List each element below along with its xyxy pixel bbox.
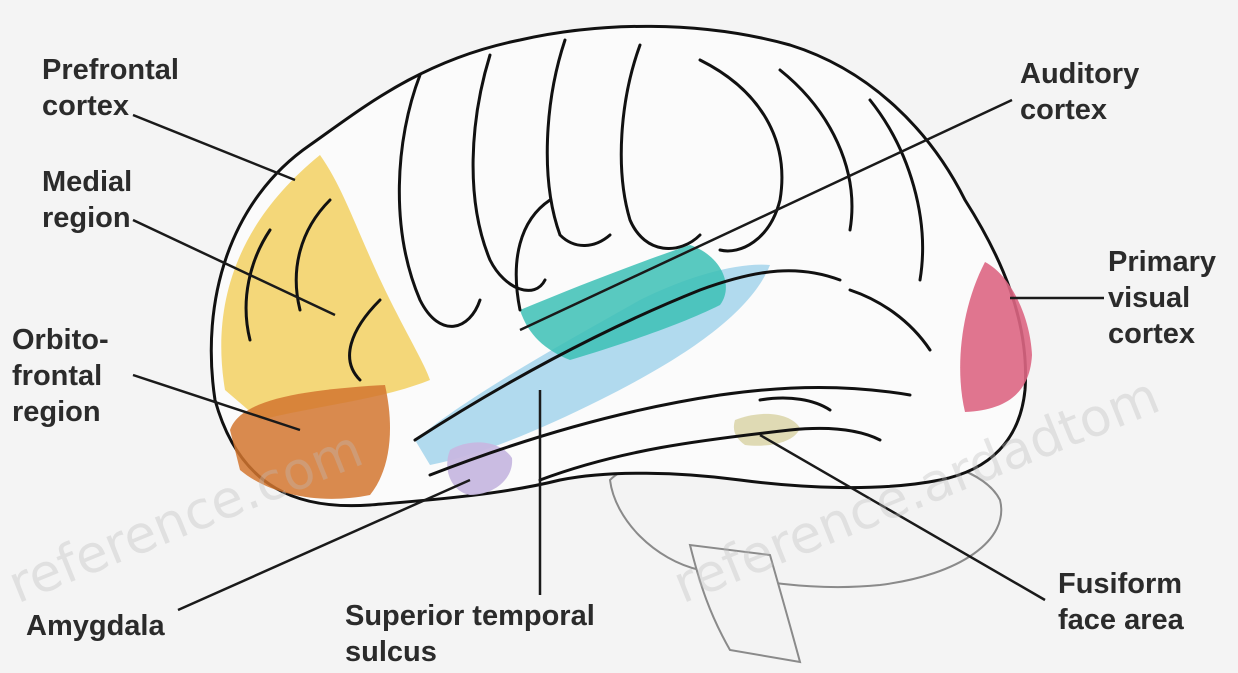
label-fusiform-face-area: Fusiform face area	[1058, 566, 1184, 638]
leader-prefrontal	[133, 115, 295, 180]
label-primary-visual-cortex: Primary visual cortex	[1108, 244, 1216, 352]
label-medial-region: Medial region	[42, 164, 132, 236]
label-orbitofrontal-region: Orbito- frontal region	[12, 322, 109, 430]
label-superior-temporal-sulcus: Superior temporal sulcus	[345, 598, 595, 670]
label-prefrontal-cortex: Prefrontal cortex	[42, 52, 179, 124]
label-auditory-cortex: Auditory cortex	[1020, 56, 1139, 128]
label-amygdala: Amygdala	[26, 608, 165, 644]
